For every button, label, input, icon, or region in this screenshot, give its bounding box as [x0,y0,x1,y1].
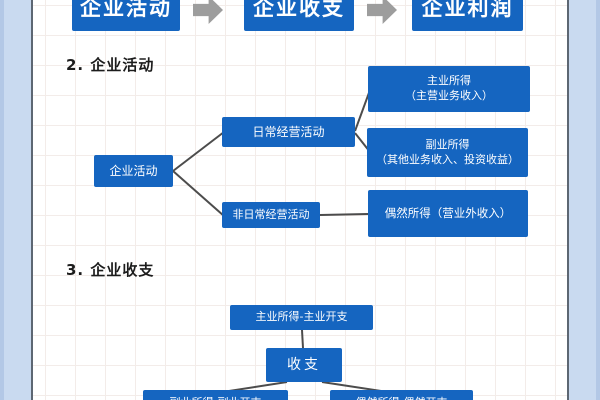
node-label: 偶然所得-偶然开支 [356,396,448,400]
flow-box-enterprise-activities: 企业活动 [72,0,180,31]
node-main-business-income: 主业所得 （主营业务收入） [368,66,530,112]
flow-box-label: 企业收支 [253,0,345,20]
node-main-income-minus-expense: 主业所得-主业开支 [230,305,373,330]
node-label-line2: （主营业务收入） [405,89,493,102]
node-label-line1: 副业所得 [425,137,470,151]
node-side-income-minus-expense: 副业所得-副业开支 [143,390,288,400]
node-non-daily-operating-activities: 非日常经营活动 [222,202,320,228]
node-label: 收支 [287,356,321,373]
node-label: 偶然所得（营业外收入） [384,205,512,220]
flow-box-enterprise-income-expense: 企业收支 [244,0,354,31]
flow-box-label: 企业利润 [421,0,514,20]
flow-box-enterprise-profit: 企业利润 [412,0,523,31]
node-incidental-income-minus-expense: 偶然所得-偶然开支 [330,390,473,400]
node-daily-operating-activities: 日常经营活动 [222,117,355,147]
flow-box-label: 企业活动 [80,0,172,20]
node-label: 非日常经营活动 [232,207,310,221]
node-label: 主业所得-主业开支 [255,310,348,324]
node-enterprise-activities: 企业活动 [94,155,173,187]
node-income-expense: 收支 [266,348,342,382]
node-label: 副业所得-副业开支 [170,396,262,400]
node-side-business-income: 副业所得 （其他业务收入、投资收益） [367,128,528,177]
section3-heading: 3. 企业收支 [66,261,155,279]
section2-heading: 2. 企业活动 [66,56,155,74]
node-label: 日常经营活动 [252,124,325,139]
right-edge-shade [596,0,600,400]
node-label-line1: 主业所得 [427,74,471,88]
node-label-line2: （其他业务收入、投资收益） [376,152,519,166]
left-edge-shade [0,0,4,400]
node-incidental-income: 偶然所得（营业外收入） [368,190,528,237]
node-label: 企业活动 [109,163,158,178]
